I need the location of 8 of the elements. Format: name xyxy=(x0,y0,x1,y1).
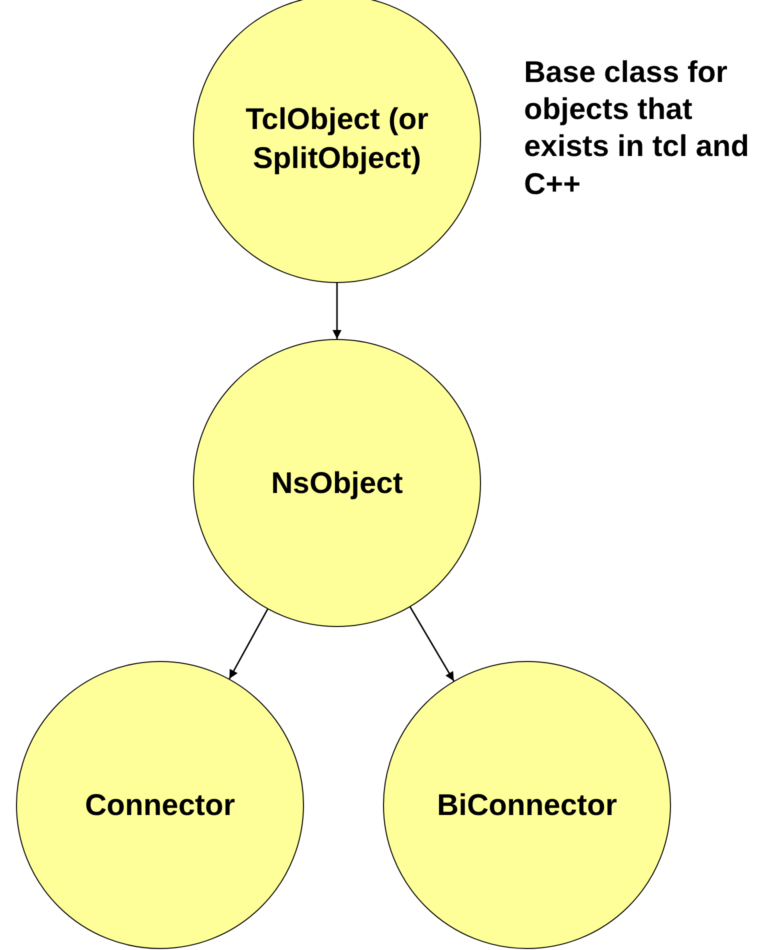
class-name: TclObject (or SplitObject) xyxy=(244,102,430,177)
arrow xyxy=(332,283,342,339)
class-name: BiConnector xyxy=(437,788,617,824)
arrow xyxy=(228,608,268,680)
arrow xyxy=(410,606,454,682)
note-text: Base class for objects that exists in tcl and C++ xyxy=(524,55,750,203)
class-name: NsObject xyxy=(271,466,403,502)
class-name: Connector xyxy=(85,788,235,824)
